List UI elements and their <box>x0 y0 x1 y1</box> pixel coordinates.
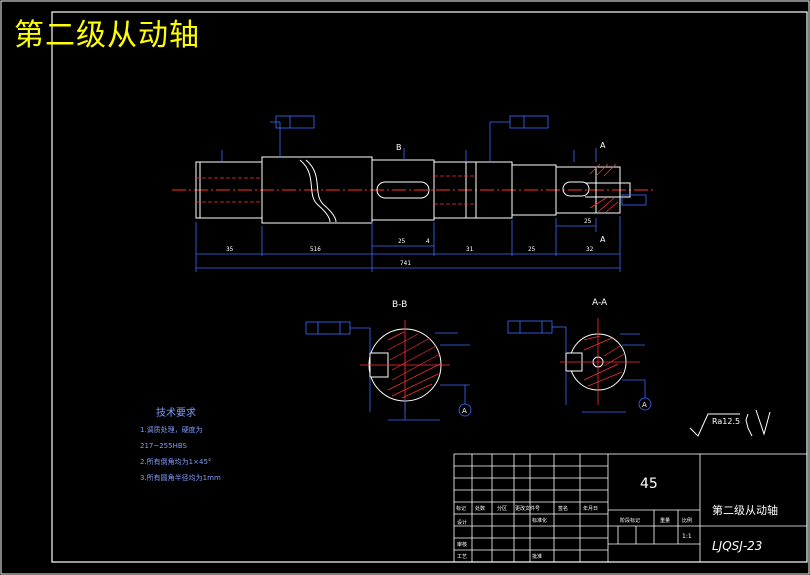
section-bb-label: B-B <box>392 300 407 310</box>
tb-scale: 1:1 <box>682 533 692 540</box>
tech-requirements: 技术要求 1.调质处理，硬度为 217~255HBS 2.所有倒角均为1×45°… <box>140 406 221 482</box>
tb-stage-label: 阶段标记 <box>620 517 640 524</box>
dim-32: 32 <box>586 246 594 253</box>
dim-25-right: 25 <box>528 246 536 253</box>
tb-header-1: 处数 <box>475 505 485 512</box>
dim-overall: 741 <box>400 260 411 267</box>
tb-part-name: 第二级从动轴 <box>712 503 778 517</box>
section-bb-datum: A <box>462 407 467 415</box>
section-aa-datum: A <box>642 401 647 409</box>
dim-4: 4 <box>426 238 430 245</box>
dim-25-end: 25 <box>584 218 592 225</box>
drawing-title: 第二级从动轴 <box>14 18 200 53</box>
tb-scale-label: 比例 <box>682 517 692 524</box>
tech-item-4: 3.所有圆角半径均为1mm <box>140 473 221 482</box>
section-aa-view: A-A A <box>507 298 652 413</box>
hatch-right-end <box>589 163 619 213</box>
tb-drawing-no: LJQSJ-23 <box>712 539 762 553</box>
tb-material: 45 <box>640 476 658 492</box>
dimension-lines <box>195 115 647 272</box>
dim-31: 31 <box>466 246 474 253</box>
tb-header-3: 更改文件号 <box>515 505 540 512</box>
tech-heading: 技术要求 <box>156 406 196 419</box>
tech-item-1: 1.调质处理，硬度为 <box>140 425 203 434</box>
tb-row-process: 工艺 <box>457 554 467 560</box>
dim-516: 516 <box>310 246 321 253</box>
hidden-lines <box>196 175 476 205</box>
inner-border <box>51 11 808 563</box>
roughness-symbol <box>689 409 771 437</box>
title-block-text: 45 第二级从动轴 LJQSJ-23 1:1 阶段标记 重量 比例 标记 处数 … <box>456 476 778 560</box>
tb-std-label: 标准化 <box>532 517 547 524</box>
section-bb-view: B-B A <box>305 300 472 421</box>
dim-25-left: 25 <box>398 238 406 245</box>
tb-row-design: 设计 <box>457 519 467 526</box>
dimension-texts: 35 516 25 4 31 25 32 741 25 <box>226 218 594 267</box>
tb-header-2: 分区 <box>497 505 507 512</box>
roughness-global: Ra12.5 <box>712 417 740 426</box>
dim-35: 35 <box>226 246 234 253</box>
marker-b: B <box>396 143 402 152</box>
tech-item-2: 217~255HBS <box>140 442 188 450</box>
marker-a-top: A <box>600 141 606 150</box>
tb-row-review: 审核 <box>457 541 467 548</box>
section-markers: B A A <box>396 141 606 244</box>
tb-header-5: 年月日 <box>583 505 598 512</box>
marker-a-bottom: A <box>600 235 606 244</box>
shaft-main-view <box>172 156 655 224</box>
tb-weight-label: 重量 <box>660 517 670 524</box>
tb-header-0: 标记 <box>456 505 466 512</box>
tech-item-3: 2.所有倒角均为1×45° <box>140 457 211 466</box>
title-block <box>453 453 808 563</box>
tb-approve-label: 批准 <box>532 553 542 560</box>
tb-header-4: 签名 <box>558 505 568 512</box>
section-aa-label: A-A <box>592 298 608 308</box>
